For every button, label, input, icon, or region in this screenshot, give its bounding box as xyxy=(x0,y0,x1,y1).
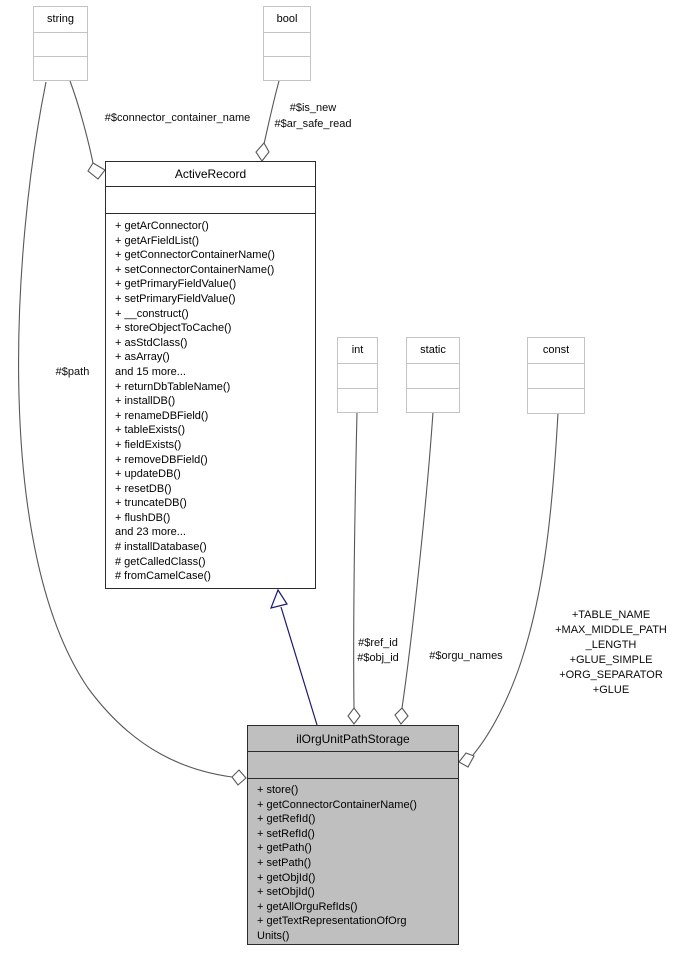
node-int[interactable]: int xyxy=(337,337,378,413)
method-line: + getAllOrguRefIds() xyxy=(257,900,358,913)
node-ilorgunitpathstorage-title: ilOrgUnitPathStorage xyxy=(248,726,458,752)
method-line: + installDB() xyxy=(115,395,176,408)
node-bool-attrs xyxy=(264,33,310,57)
edge-label-ar-safe-read: #$ar_safe_read xyxy=(274,118,352,130)
node-ilorgunitpathstorage-methods: + store() + getConnectorContainerName() + … xyxy=(248,779,458,944)
inheritance-arrowhead xyxy=(270,588,288,609)
aggregation-diamond-ref-id xyxy=(347,707,361,725)
method-line: + resetDB() xyxy=(115,482,172,495)
edge-label-path: #$path xyxy=(55,366,90,378)
edge-label-ref-obj-id: #$ref_id #$obj_id xyxy=(344,636,412,666)
method-line: + getObjId() xyxy=(257,871,316,884)
node-ilorgunitpathstorage[interactable]: ilOrgUnitPathStorage + store() + getConne… xyxy=(247,725,459,945)
edge-orgu-names xyxy=(401,411,434,709)
node-const-label: const xyxy=(528,338,584,364)
method-line: + store() xyxy=(257,784,299,796)
edge-label-obj-id: #$obj_id xyxy=(357,652,399,664)
node-bool[interactable]: bool xyxy=(263,6,311,81)
edge-path xyxy=(18,81,233,778)
edge-const xyxy=(472,412,559,756)
method-line: + setConnectorContainerName() xyxy=(115,263,275,276)
node-static-methods xyxy=(407,389,459,413)
method-line: + flushDB() xyxy=(115,511,171,524)
method-line: # installDatabase() xyxy=(115,541,207,554)
node-static-label: static xyxy=(407,338,459,364)
node-const-attrs xyxy=(528,364,584,389)
method-line: + setRefId() xyxy=(257,827,315,840)
node-bool-methods xyxy=(264,57,310,80)
method-line: + tableExists() xyxy=(115,424,185,437)
method-line: # fromCamelCase() xyxy=(115,570,211,583)
node-activerecord-methods: + getArConnector() + getArFieldList() + ge… xyxy=(106,214,315,588)
edge-label-const-members: +TABLE_NAME +MAX_MIDDLE_PATH _LENGTH +GL… xyxy=(555,609,667,696)
aggregation-diamond-orgu-names xyxy=(394,707,409,725)
method-line: + updateDB() xyxy=(115,468,181,481)
node-static[interactable]: static xyxy=(406,337,460,413)
method-line: + setPrimaryFieldValue() xyxy=(115,292,236,305)
method-line: + removeDBField() xyxy=(115,453,208,466)
method-line: + getConnectorContainerName() xyxy=(257,798,417,811)
node-string-attrs xyxy=(34,33,87,57)
method-line: + getArFieldList() xyxy=(115,234,200,247)
method-line: + getPrimaryFieldValue() xyxy=(115,278,237,291)
node-const-methods xyxy=(528,389,584,413)
aggregation-diamond-const xyxy=(458,752,475,768)
node-activerecord-attrs xyxy=(106,187,315,214)
node-int-attrs xyxy=(338,364,377,389)
method-line: + getConnectorContainerName() xyxy=(115,249,275,262)
method-line: + setPath() xyxy=(257,856,312,869)
node-string-label: string xyxy=(34,7,87,33)
node-activerecord[interactable]: ActiveRecord + getArConnector() + getArFi… xyxy=(105,161,316,589)
method-line: + storeObjectToCache() xyxy=(115,322,232,335)
method-line: + getPath() xyxy=(257,842,312,855)
node-string[interactable]: string xyxy=(33,6,88,81)
node-static-attrs xyxy=(407,364,459,389)
edge-label-orgu-names: #$orgu_names xyxy=(429,650,503,662)
edge-ref-id xyxy=(353,411,358,709)
aggregation-diamond-connector-container-name xyxy=(87,162,106,180)
method-line: # getCalledClass() xyxy=(115,555,206,568)
method-line: and 15 more... xyxy=(115,365,186,378)
method-line: + returnDbTableName() xyxy=(115,380,231,393)
method-line: + fieldExists() xyxy=(115,438,182,451)
edge-connector-container-name xyxy=(69,80,94,164)
node-const[interactable]: const xyxy=(527,337,585,414)
method-line: + truncateDB() xyxy=(115,497,187,510)
method-line: + getRefId() xyxy=(257,813,316,826)
method-line: + getArConnector() xyxy=(115,220,209,232)
method-line: + __construct() xyxy=(115,307,189,320)
node-ilorgunitpathstorage-attrs xyxy=(248,752,458,779)
method-line: Units() xyxy=(257,929,290,942)
edge-label-ref-id: #$ref_id xyxy=(358,637,398,649)
node-activerecord-title: ActiveRecord xyxy=(106,162,315,187)
method-line: + asStdClass() xyxy=(115,336,188,349)
node-string-methods xyxy=(34,57,87,80)
edge-is-new xyxy=(263,80,280,145)
edge-label-is-new: #$is_new xyxy=(289,102,337,114)
aggregation-diamond-path xyxy=(231,769,247,786)
aggregation-diamond-is-new xyxy=(255,142,270,162)
method-line: + getTextRepresentationOfOrg xyxy=(257,915,407,928)
method-line: + setObjId() xyxy=(257,886,315,899)
node-bool-label: bool xyxy=(264,7,310,33)
edge-label-connector-container-name: #$connector_container_name xyxy=(104,112,251,124)
method-line: + renameDBField() xyxy=(115,409,209,422)
edge-label-is-new-ar-safe-read: #$is_new #$ar_safe_read xyxy=(258,100,368,132)
edge-inheritance xyxy=(280,606,318,726)
node-int-methods xyxy=(338,389,377,413)
node-int-label: int xyxy=(338,338,377,364)
method-line: + asArray() xyxy=(115,351,170,364)
method-line: and 23 more... xyxy=(115,526,186,539)
